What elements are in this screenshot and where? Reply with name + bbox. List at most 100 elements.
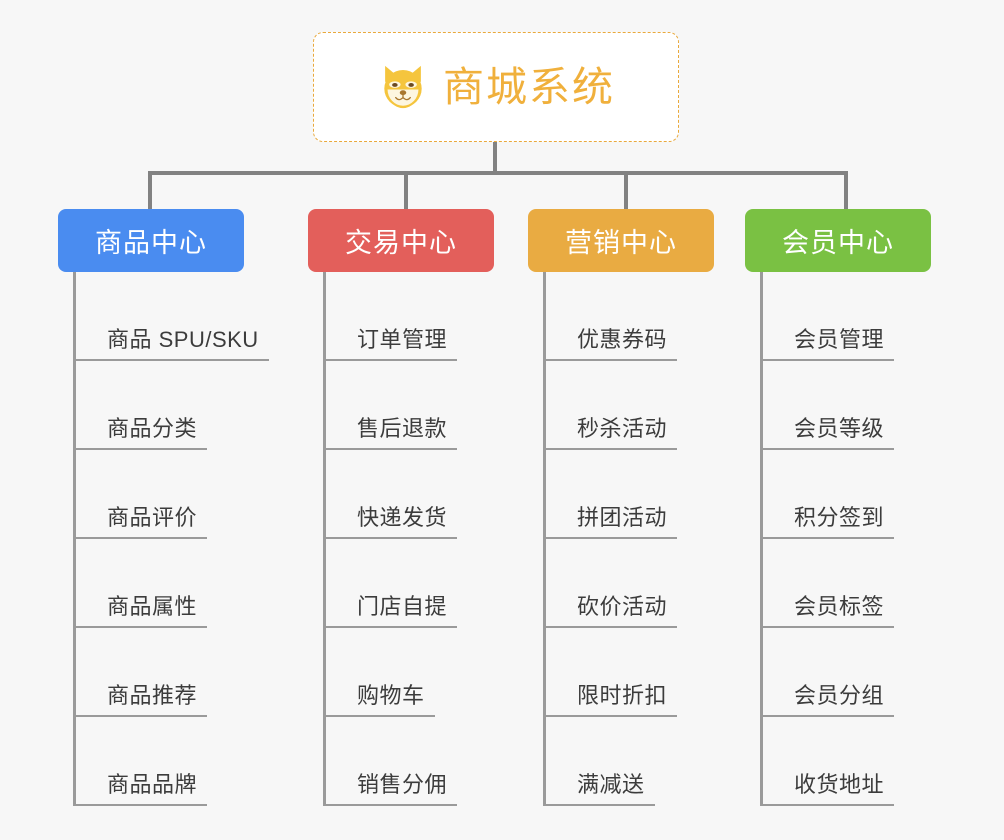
leaf-item[interactable]: 门店自提	[323, 539, 494, 628]
leaf-item[interactable]: 购物车	[323, 628, 494, 717]
leaf-item[interactable]: 商品 SPU/SKU	[73, 272, 269, 361]
leaf-label: 商品品牌	[107, 772, 198, 797]
leaf-label: 拼团活动	[577, 505, 668, 530]
leaf-item[interactable]: 砍价活动	[543, 539, 714, 628]
leaf-label: 售后退款	[357, 416, 448, 441]
leaf-underline	[73, 804, 208, 806]
leaf-item[interactable]: 限时折扣	[543, 628, 714, 717]
leaf-item[interactable]: 商品品牌	[73, 717, 244, 806]
branch-column-2: 交易中心 订单管理 售后退款 快递发货 门店自提 购物车	[308, 209, 494, 806]
connector-drop-4	[844, 171, 848, 213]
branch-header-4[interactable]: 会员中心	[745, 209, 931, 272]
branch-header-label: 会员中心	[782, 228, 894, 258]
leaf-underline	[760, 359, 895, 361]
branch-spine-1	[73, 272, 76, 806]
branch-header-2[interactable]: 交易中心	[308, 209, 494, 272]
leaf-underline	[73, 448, 208, 450]
leaf-item[interactable]: 销售分佣	[323, 717, 494, 806]
leaf-label: 砍价活动	[577, 594, 668, 619]
leaf-item[interactable]: 会员管理	[760, 272, 931, 361]
leaf-label: 优惠券码	[577, 327, 668, 352]
leaf-label: 商品 SPU/SKU	[107, 327, 259, 352]
branch-body-4: 会员管理 会员等级 积分签到 会员标签 会员分组 收货地址	[760, 272, 931, 806]
leaf-label: 门店自提	[357, 594, 448, 619]
leaf-item[interactable]: 售后退款	[323, 361, 494, 450]
leaf-label: 会员标签	[794, 594, 885, 619]
leaf-underline	[543, 715, 678, 717]
leaf-item[interactable]: 会员分组	[760, 628, 931, 717]
leaf-label: 商品属性	[107, 594, 198, 619]
leaf-underline	[543, 537, 678, 539]
leaf-underline	[323, 359, 458, 361]
leaf-item[interactable]: 秒杀活动	[543, 361, 714, 450]
leaf-label: 快递发货	[357, 505, 448, 530]
leaf-underline	[760, 537, 895, 539]
leaf-label: 会员分组	[794, 683, 885, 708]
branch-header-1[interactable]: 商品中心	[58, 209, 244, 272]
leaf-item[interactable]: 满减送	[543, 717, 714, 806]
leaf-label: 商品分类	[107, 416, 198, 441]
branch-body-3: 优惠券码 秒杀活动 拼团活动 砍价活动 限时折扣 满减送	[543, 272, 714, 806]
leaf-underline	[760, 448, 895, 450]
leaf-underline	[73, 359, 269, 361]
leaf-item[interactable]: 会员标签	[760, 539, 931, 628]
leaf-underline	[323, 448, 458, 450]
branch-spine-2	[323, 272, 326, 806]
leaf-underline	[323, 626, 458, 628]
leaf-item[interactable]: 积分签到	[760, 450, 931, 539]
leaf-underline	[543, 626, 678, 628]
branch-column-3: 营销中心 优惠券码 秒杀活动 拼团活动 砍价活动 限时折扣	[528, 209, 714, 806]
connector-drop-1	[148, 171, 152, 213]
leaf-label: 订单管理	[357, 327, 448, 352]
leaf-underline	[73, 626, 208, 628]
connector-root-stub	[493, 142, 497, 174]
leaf-label: 收货地址	[794, 772, 885, 797]
leaf-underline	[760, 626, 895, 628]
branch-header-label: 商品中心	[95, 228, 207, 258]
leaf-underline	[323, 537, 458, 539]
leaf-item[interactable]: 商品推荐	[73, 628, 244, 717]
branch-spine-4	[760, 272, 763, 806]
root-node[interactable]: 商城系统	[313, 32, 679, 142]
leaf-item[interactable]: 拼团活动	[543, 450, 714, 539]
branch-column-1: 商品中心 商品 SPU/SKU 商品分类 商品评价 商品属性 商品推荐	[58, 209, 269, 806]
leaf-label: 销售分佣	[357, 772, 448, 797]
branch-column-4: 会员中心 会员管理 会员等级 积分签到 会员标签 会员分组	[745, 209, 931, 806]
branch-spine-3	[543, 272, 546, 806]
leaf-item[interactable]: 收货地址	[760, 717, 931, 806]
branch-body-2: 订单管理 售后退款 快递发货 门店自提 购物车 销售分佣	[323, 272, 494, 806]
leaf-label: 满减送	[577, 772, 645, 797]
connector-drop-2	[404, 171, 408, 213]
leaf-item[interactable]: 快递发货	[323, 450, 494, 539]
leaf-item[interactable]: 会员等级	[760, 361, 931, 450]
leaf-label: 限时折扣	[577, 683, 668, 708]
shiba-dog-face-icon	[384, 65, 422, 109]
leaf-label: 积分签到	[794, 505, 885, 530]
leaf-item[interactable]: 优惠券码	[543, 272, 714, 361]
leaf-item[interactable]: 商品属性	[73, 539, 244, 628]
leaf-item[interactable]: 商品评价	[73, 450, 244, 539]
leaf-underline	[323, 715, 435, 717]
leaf-label: 购物车	[357, 683, 425, 708]
root-title: 商城系统	[443, 63, 615, 110]
leaf-underline	[73, 537, 208, 539]
leaf-underline	[760, 715, 895, 717]
leaf-label: 会员管理	[794, 327, 885, 352]
branch-header-label: 营销中心	[565, 228, 677, 258]
leaf-label: 会员等级	[794, 416, 885, 441]
leaf-underline	[760, 804, 895, 806]
branch-header-3[interactable]: 营销中心	[528, 209, 714, 272]
leaf-label: 商品评价	[107, 505, 198, 530]
leaf-underline	[543, 359, 678, 361]
leaf-underline	[323, 804, 458, 806]
leaf-underline	[73, 715, 208, 717]
leaf-label: 秒杀活动	[577, 416, 668, 441]
leaf-item[interactable]: 商品分类	[73, 361, 244, 450]
leaf-underline	[543, 448, 678, 450]
leaf-label: 商品推荐	[107, 683, 198, 708]
branch-header-label: 交易中心	[345, 228, 457, 258]
leaf-item[interactable]: 订单管理	[323, 272, 494, 361]
connector-horizontal-bar	[148, 171, 848, 175]
connector-drop-3	[624, 171, 628, 213]
